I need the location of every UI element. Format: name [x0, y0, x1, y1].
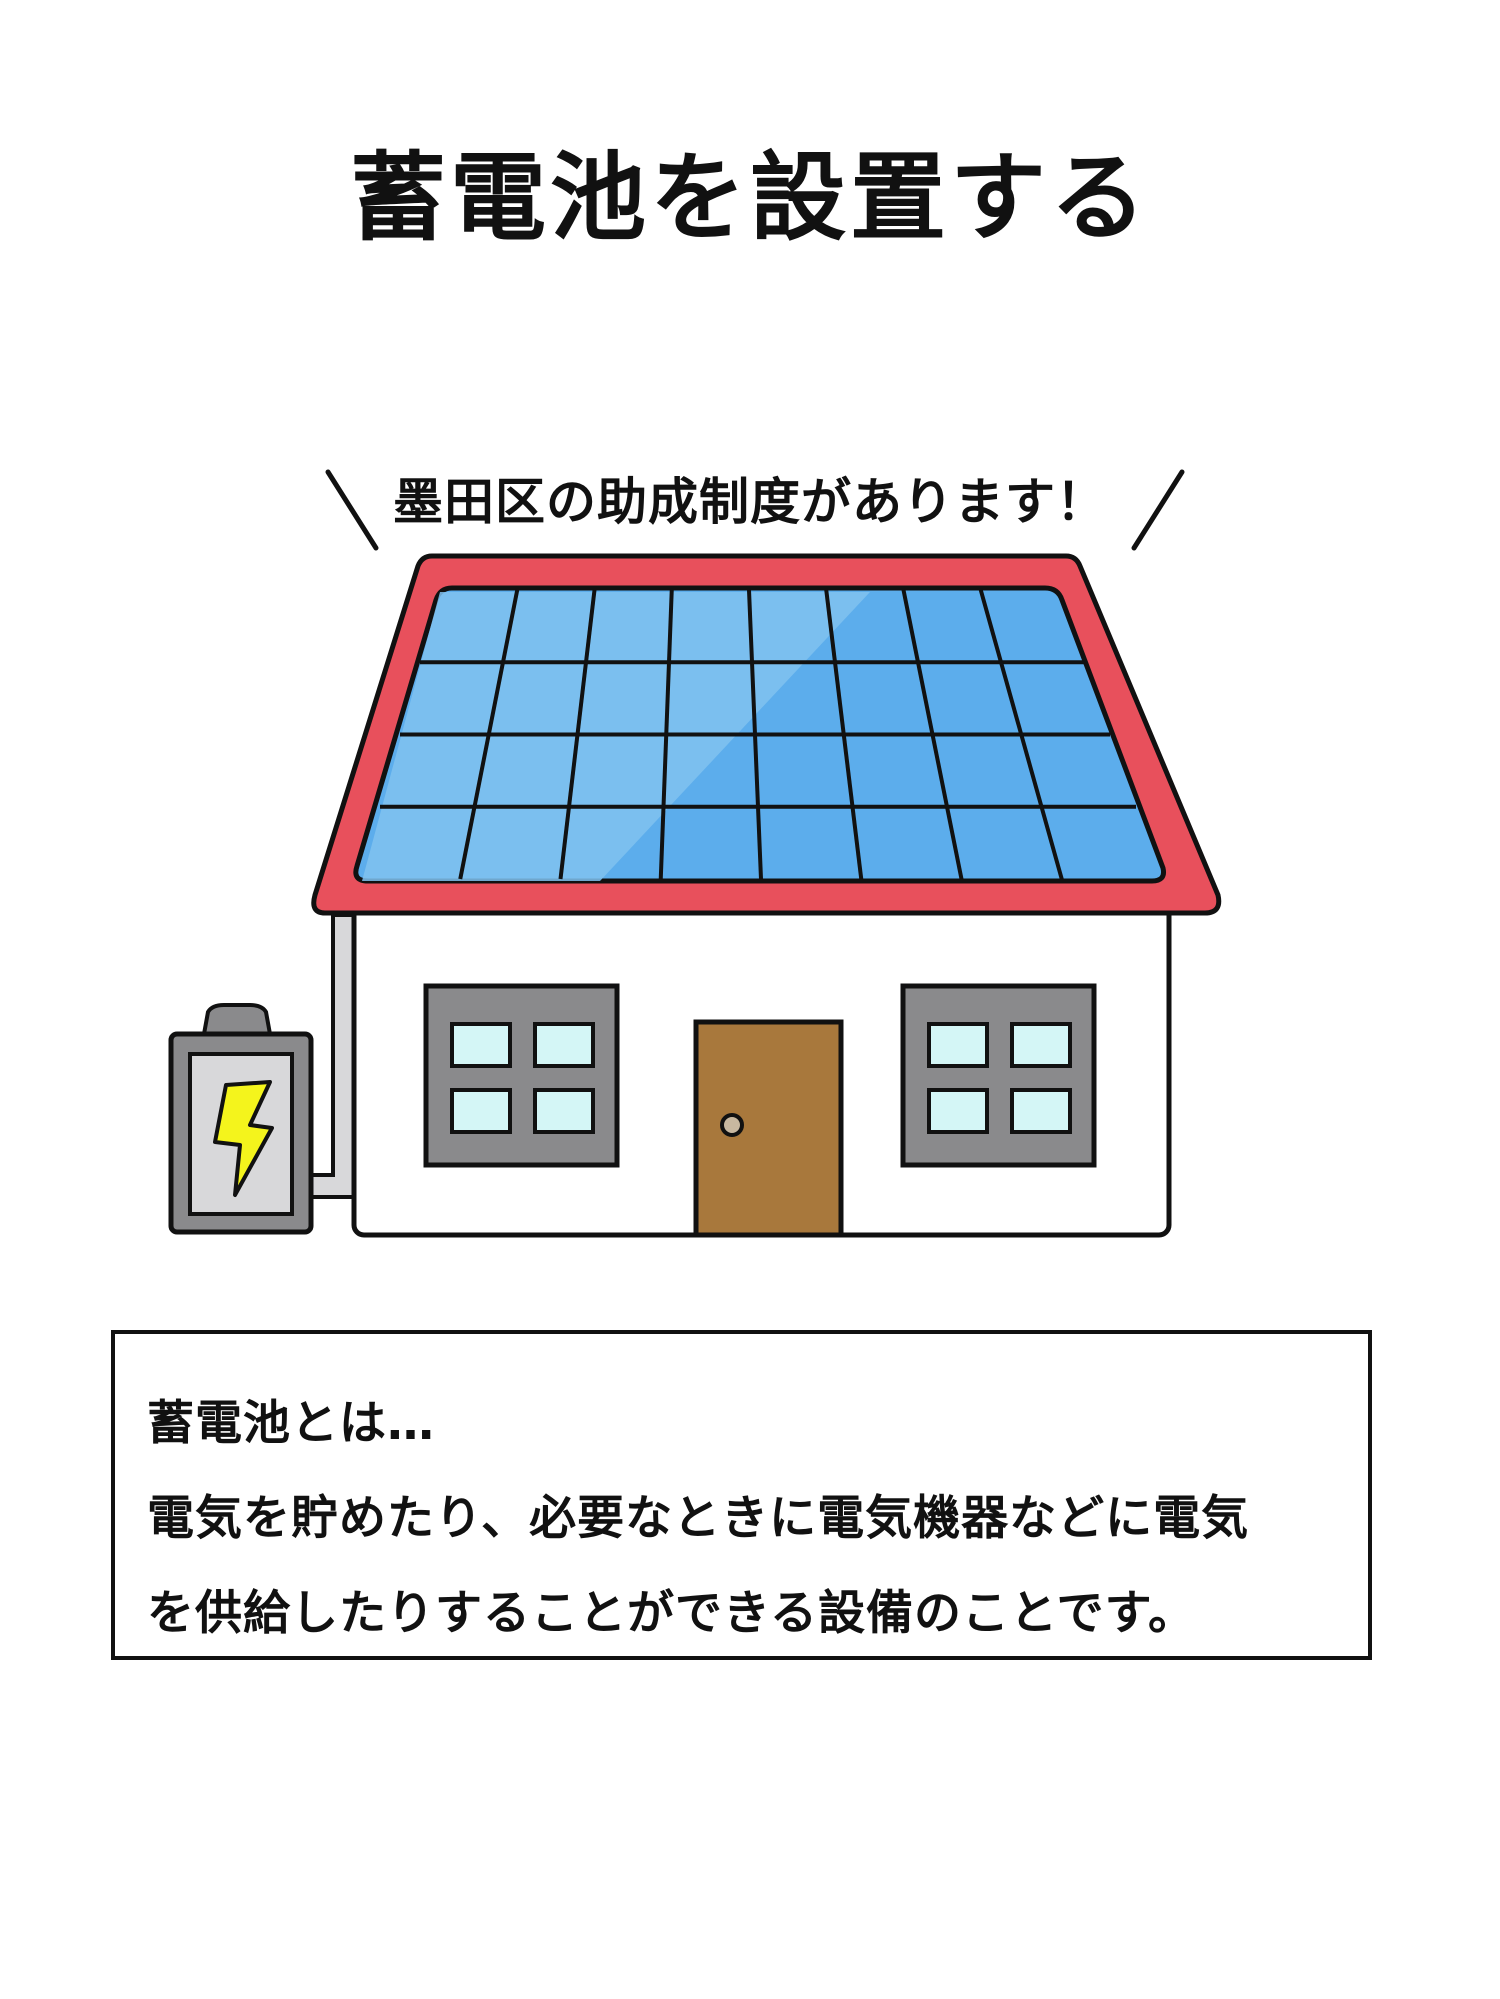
callout-left-mark: [325, 469, 379, 551]
page-title: 蓄電池を設置する: [350, 142, 1150, 254]
panel-column-line: [658, 589, 674, 880]
subsidy-callout: 墨田区の助成制度があります！: [393, 473, 1107, 531]
panel-column-line: [458, 589, 520, 880]
window-left: [423, 983, 620, 1168]
panel-column-line: [901, 589, 964, 880]
info-box: 蓄電池とは… 電気を貯めたり、必要なときに電気機器などに電気 を供給したりするこ…: [111, 1330, 1372, 1660]
solar-panel-grid: [380, 589, 1136, 880]
lightning-bolt-icon: [213, 1080, 274, 1197]
battery-unit: [168, 1003, 314, 1235]
info-line-1: 電気を貯めたり、必要なときに電気機器などに電気: [147, 1491, 1250, 1546]
panel-column-line: [824, 589, 864, 880]
door: [693, 1019, 844, 1238]
callout-right-mark: [1131, 469, 1185, 551]
panel-column-line: [558, 589, 597, 880]
panel-column-line: [747, 589, 763, 880]
info-line-2: を供給したりすることができる設備のことです。: [147, 1586, 1196, 1641]
battery-cable: [308, 913, 357, 1199]
window-right: [900, 983, 1097, 1168]
door-knob: [720, 1113, 744, 1137]
info-heading: 蓄電池とは…: [147, 1396, 435, 1451]
panel-column-line: [978, 589, 1064, 880]
